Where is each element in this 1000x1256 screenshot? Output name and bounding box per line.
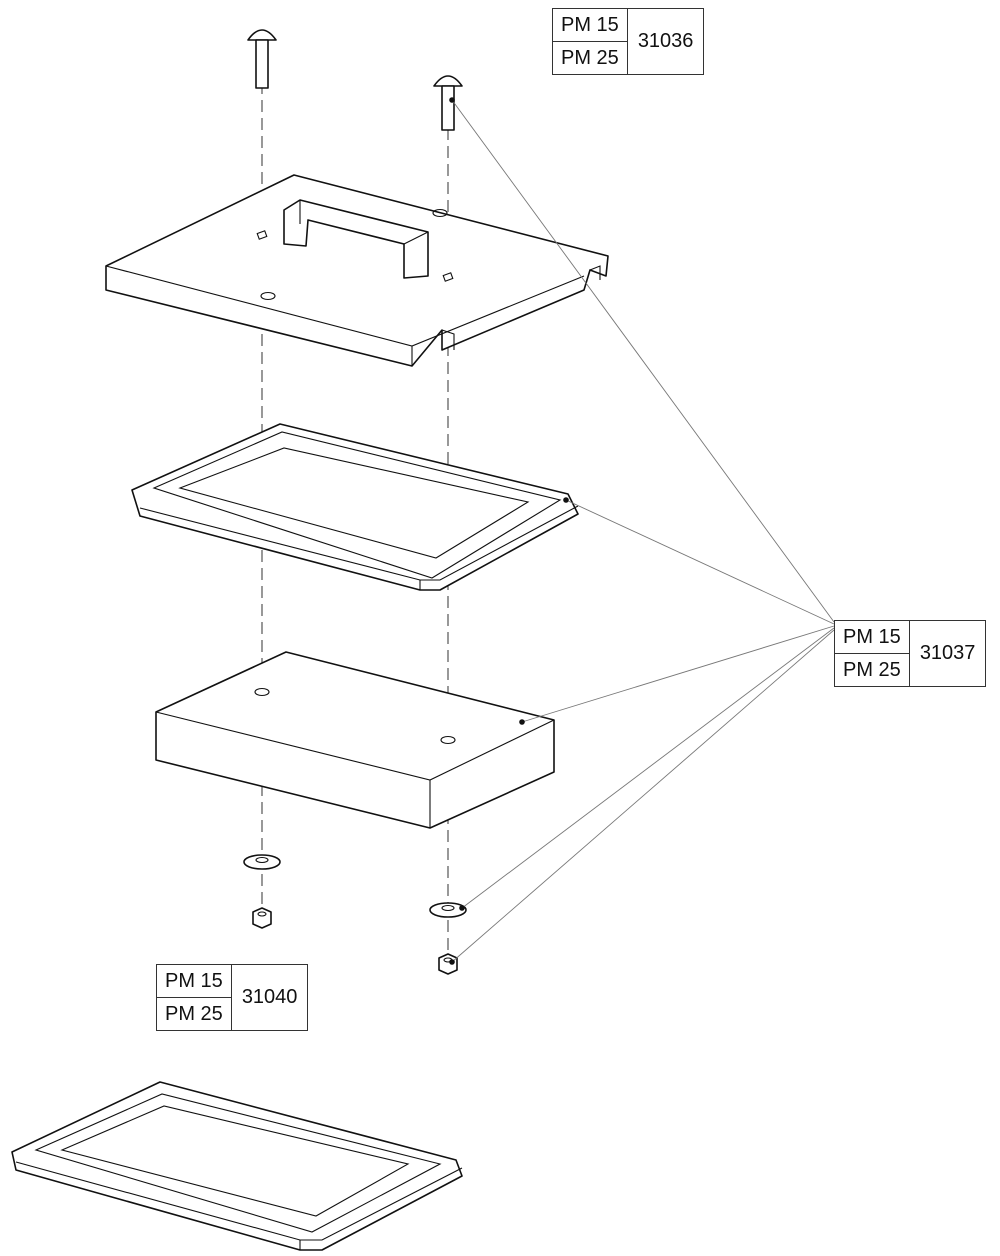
part-number: 31036 [626, 8, 705, 75]
model-label: PM 15 [834, 620, 910, 654]
washer-left [243, 854, 281, 870]
washer-right [429, 902, 467, 918]
leader-lines-31037 [449, 97, 835, 965]
cover-handle [283, 199, 429, 279]
callout-31036: PM 15 31036 PM 25 [552, 8, 705, 75]
carriage-bolt-left [247, 29, 277, 89]
callout-31037: PM 15 31037 PM 25 [834, 620, 987, 687]
carriage-bolt-right [433, 75, 463, 131]
callout-31040: PM 15 31040 PM 25 [156, 964, 309, 1031]
model-label: PM 25 [552, 41, 628, 75]
cover-holes [256, 208, 454, 301]
model-label: PM 15 [552, 8, 628, 42]
part-number: 31040 [230, 964, 309, 1031]
model-label: PM 25 [156, 997, 232, 1031]
nut-right [438, 953, 458, 975]
top-cover-plate [105, 174, 609, 367]
nut-left [252, 907, 272, 929]
upper-frame [131, 423, 579, 591]
model-label: PM 25 [834, 653, 910, 687]
lower-frame [11, 1081, 463, 1251]
part-number: 31037 [908, 620, 987, 687]
model-label: PM 15 [156, 964, 232, 998]
base-block [155, 651, 555, 829]
